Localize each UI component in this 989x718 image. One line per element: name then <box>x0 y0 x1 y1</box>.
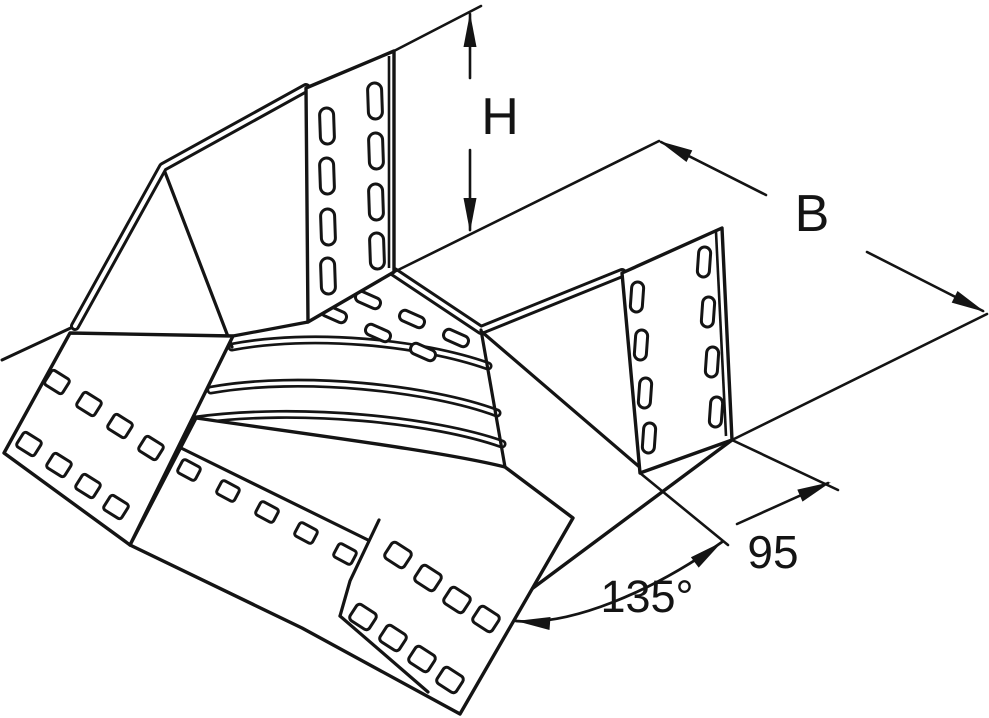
dimension-angle: 135° <box>514 540 724 630</box>
right-rail-slots <box>628 245 725 455</box>
right-end-rail <box>531 226 734 590</box>
left-rail-slots <box>318 81 386 296</box>
end-strip-fold-line <box>338 518 381 618</box>
angle-arrow-left <box>516 617 551 630</box>
dimension-h: H <box>392 4 661 274</box>
dimension-95: 95 <box>638 438 840 578</box>
end-perforation-rows <box>348 540 501 695</box>
width-dimension-label: B <box>795 185 830 243</box>
right-section-folds <box>479 328 645 472</box>
ext-95-left <box>638 471 730 547</box>
right-inner-fold <box>480 330 645 472</box>
angle-arrow-right <box>690 542 722 568</box>
front-descending-panel <box>128 416 575 716</box>
bend-segment-bands <box>191 335 507 449</box>
left-end-rail <box>304 49 396 324</box>
h-arrow-up <box>463 13 477 47</box>
length-dimension-label: 95 <box>747 526 798 578</box>
height-dimension-label: H <box>481 88 519 146</box>
h-extension-bottom <box>392 139 661 274</box>
h-extension-top <box>392 4 483 53</box>
left-tray-section <box>0 83 311 547</box>
hinge-fold-line <box>179 446 370 542</box>
arrow-95 <box>797 482 831 502</box>
angle-dimension-label: 135° <box>600 571 693 622</box>
h-arrow-down <box>463 198 477 232</box>
left-flange-perforations <box>15 368 165 521</box>
bend-bottom-slots <box>319 289 471 363</box>
b-arrow-right <box>951 291 985 312</box>
ext-95-right <box>730 438 840 492</box>
left-far-rim <box>70 83 311 331</box>
right-bottom-rim <box>531 438 734 590</box>
b-extension-line <box>730 312 989 442</box>
b-arrow-left <box>659 141 693 162</box>
near-bend-crease <box>479 328 507 469</box>
far-bend-crease <box>161 165 234 349</box>
end-strip-inner-edge <box>338 614 430 694</box>
hinge-slot-row <box>176 458 358 566</box>
near-rim <box>389 267 627 335</box>
dimension-b: B <box>659 140 989 442</box>
